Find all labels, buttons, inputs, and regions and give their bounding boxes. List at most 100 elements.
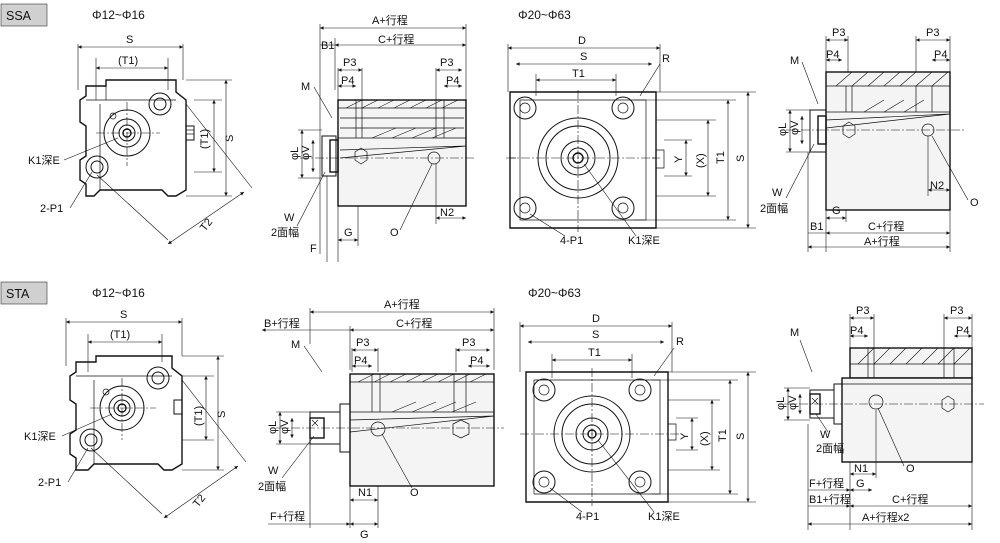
ssa-w-label: W — [284, 212, 295, 224]
sta-l-p4-left-label: P4 — [850, 325, 863, 337]
sta-l-phiv-label: φV — [787, 395, 799, 410]
sta-y-label: Y — [679, 432, 691, 440]
ssa-s-large-label: S — [580, 51, 587, 63]
ssa-s-large-side-label: S — [735, 155, 747, 162]
ssa-t1p-side-label: (T1) — [199, 129, 211, 149]
sta-p1-4-label: 4-P1 — [576, 511, 599, 523]
ssa-l-p3-right-label: P3 — [926, 27, 939, 39]
sta-side-view-small: A+行程 B+行程 C+行程 M P3 P4 P3 P4 — [258, 298, 504, 541]
sta-t1p-side-label: (T1) — [193, 406, 205, 426]
sta-l-p4-right-label: P4 — [956, 325, 969, 337]
ssa-p1-4-label: 4-P1 — [560, 235, 583, 247]
ssa-o-label: O — [390, 227, 399, 239]
sta-b-stroke-label: B+行程 — [264, 317, 300, 330]
ssa-phil-label: φL — [289, 147, 301, 160]
ssa-l-m-label: M — [790, 55, 799, 67]
sta-p3-left-label: P3 — [356, 337, 369, 349]
sta-t1-label: T1 — [588, 347, 601, 359]
ssa-b1-label: B1 — [321, 40, 334, 52]
ssa-n2-label: N2 — [440, 207, 454, 219]
ssa-l-g-label: G — [832, 205, 841, 217]
ssa-tag: SSA — [6, 9, 32, 23]
sta-section: STA Φ12~Φ16 Φ20~Φ63 S (T1) — [0, 281, 984, 541]
sta-w-label: W — [268, 465, 279, 477]
ssa-side-view-small: A+行程 B1 C+行程 P3 P4 P3 P4 M — [271, 14, 476, 262]
sta-n1-label: N1 — [358, 487, 372, 499]
sta-l-g-label: G — [856, 478, 865, 490]
sta-f-stroke-label: F+行程 — [270, 510, 305, 523]
ssa-t1p-label: (T1) — [118, 55, 138, 67]
sta-k1-label: K1深E — [24, 430, 56, 443]
sta-l-p3-left-label: P3 — [856, 305, 869, 317]
sta-phiv-label: φV — [279, 419, 291, 434]
ssa-front-view-small: S (T1) — [28, 34, 253, 245]
sta-c-stroke-label: C+行程 — [396, 317, 432, 330]
ssa-l-w-label: W — [772, 187, 783, 199]
sta-t1-side-label: T1 — [717, 429, 729, 442]
sta-m-label: M — [291, 339, 300, 351]
sta-t2-label: T2 — [191, 492, 208, 510]
sta-p1-label: 2-P1 — [38, 477, 61, 489]
sta-r-label: R — [676, 336, 684, 348]
ssa-y-label: Y — [673, 155, 685, 163]
ssa-t1-label: T1 — [572, 68, 585, 80]
sta-s-large-label: S — [592, 329, 599, 341]
ssa-p3-right-label: P3 — [440, 57, 453, 69]
ssa-p4-right-label: P4 — [446, 75, 459, 87]
ssa-l-o-label: O — [970, 197, 979, 209]
sta-l-phil-label: φL — [775, 397, 787, 410]
ssa-l-a-stroke-label: A+行程 — [864, 235, 900, 248]
ssa-k1-label: K1深E — [28, 154, 60, 167]
ssa-r-label: R — [662, 53, 670, 65]
sta-g-label: G — [360, 529, 369, 541]
ssa-l-flats-label: 2面幅 — [760, 202, 788, 215]
ssa-front-view-large: D S T1 R — [506, 35, 756, 247]
sta-diameter-small: Φ12~Φ16 — [92, 286, 145, 300]
sta-l-m-label: M — [790, 327, 799, 339]
ssa-xp-label: (X) — [695, 153, 707, 168]
ssa-g-label: G — [344, 227, 353, 239]
ssa-diameter-small: Φ12~Φ16 — [92, 8, 145, 22]
sta-xp-label: (X) — [699, 431, 711, 446]
ssa-p4-left-label: P4 — [341, 75, 354, 87]
ssa-s-label: S — [126, 34, 133, 46]
ssa-f-label: F — [310, 243, 317, 255]
ssa-l-n2-label: N2 — [930, 180, 944, 192]
sta-tag: STA — [6, 287, 30, 301]
sta-p3-right-label: P3 — [462, 337, 475, 349]
ssa-l-b1-label: B1 — [810, 221, 823, 233]
ssa-phiv-label: φV — [300, 145, 312, 160]
ssa-k1-large-label: K1深E — [628, 234, 660, 247]
ssa-c-stroke-label: C+行程 — [378, 33, 414, 46]
ssa-a-stroke-label: A+行程 — [372, 14, 408, 27]
sta-p4-right-label: P4 — [470, 355, 483, 367]
sta-s-large-side-label: S — [735, 433, 747, 440]
ssa-s-side-label: S — [224, 135, 236, 142]
sta-a-stroke-label: A+行程 — [384, 298, 420, 311]
ssa-p1-label: 2-P1 — [40, 203, 63, 215]
ssa-flats-label: 2面幅 — [271, 226, 299, 239]
sta-p4-left-label: P4 — [354, 355, 367, 367]
ssa-m-label: M — [301, 81, 310, 93]
sta-l-p3-right-label: P3 — [950, 305, 963, 317]
ssa-l-p3-left-label: P3 — [832, 27, 845, 39]
sta-l-o-label: O — [906, 463, 915, 475]
sta-flats-label: 2面幅 — [258, 480, 286, 493]
sta-l-a-stroke-x2-label: A+行程x2 — [862, 511, 909, 524]
sta-s-label: S — [120, 309, 127, 321]
sta-l-f-stroke-label: F+行程 — [809, 477, 844, 490]
sta-l-w-label: W — [820, 429, 831, 441]
sta-side-view-large: P3 P4 P3 P4 M — [775, 305, 984, 530]
sta-front-view-large: D S T1 R Y — [519, 313, 756, 523]
sta-l-flats-label: 2面幅 — [816, 442, 844, 455]
ssa-l-phil-label: φL — [777, 123, 789, 136]
sta-s-side-label: S — [216, 411, 228, 418]
sta-l-c-stroke-label: C+行程 — [892, 493, 928, 506]
ssa-l-c-stroke-label: C+行程 — [868, 220, 904, 233]
sta-front-view-small: S (T1) (T1) S — [24, 309, 247, 519]
ssa-l-p4-right-label: P4 — [934, 49, 947, 61]
sta-o-label: O — [410, 487, 419, 499]
sta-phil-label: φL — [267, 421, 279, 434]
sta-t1p-label: (T1) — [110, 329, 130, 341]
